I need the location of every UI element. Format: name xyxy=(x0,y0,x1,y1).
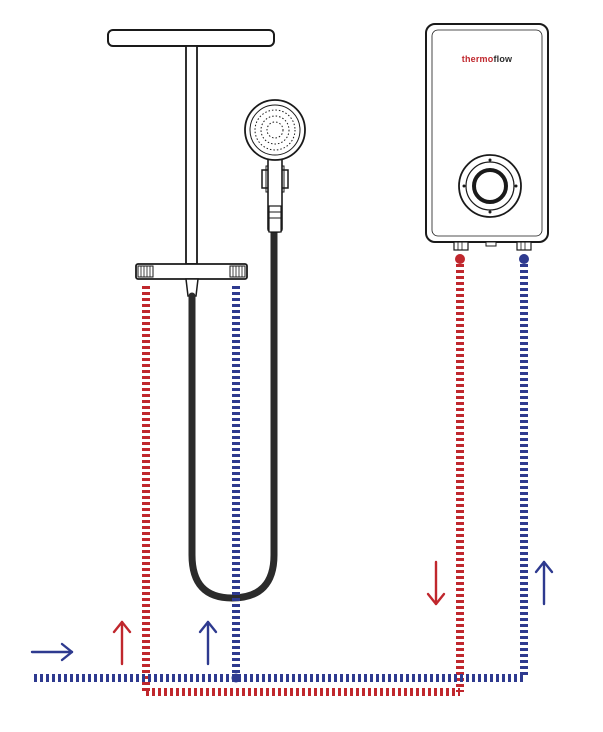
pipes xyxy=(34,264,528,696)
hand-shower xyxy=(244,99,306,233)
cold-up-heater-arrow-icon xyxy=(534,560,554,606)
cold-inlet-arrow-icon xyxy=(30,642,74,662)
temperature-dial xyxy=(458,154,522,218)
hot-outlet-dot xyxy=(455,254,465,264)
brand-logo: thermoflow xyxy=(430,54,544,64)
rain-shower-head xyxy=(107,29,275,47)
mixer-bar xyxy=(135,263,248,297)
cold-junction-dot xyxy=(231,673,241,683)
hot-up-arrow-icon xyxy=(112,620,132,666)
cold-inlet-dot xyxy=(519,254,529,264)
brand-text-flow: flow xyxy=(493,54,513,64)
brand-text-thermo: thermo xyxy=(461,54,494,64)
flow-arrows xyxy=(30,560,554,666)
hot-down-arrow-icon xyxy=(426,560,446,606)
riser-rail xyxy=(185,45,198,265)
cold-up-arrow-icon xyxy=(198,620,218,666)
water-heater xyxy=(425,23,549,251)
